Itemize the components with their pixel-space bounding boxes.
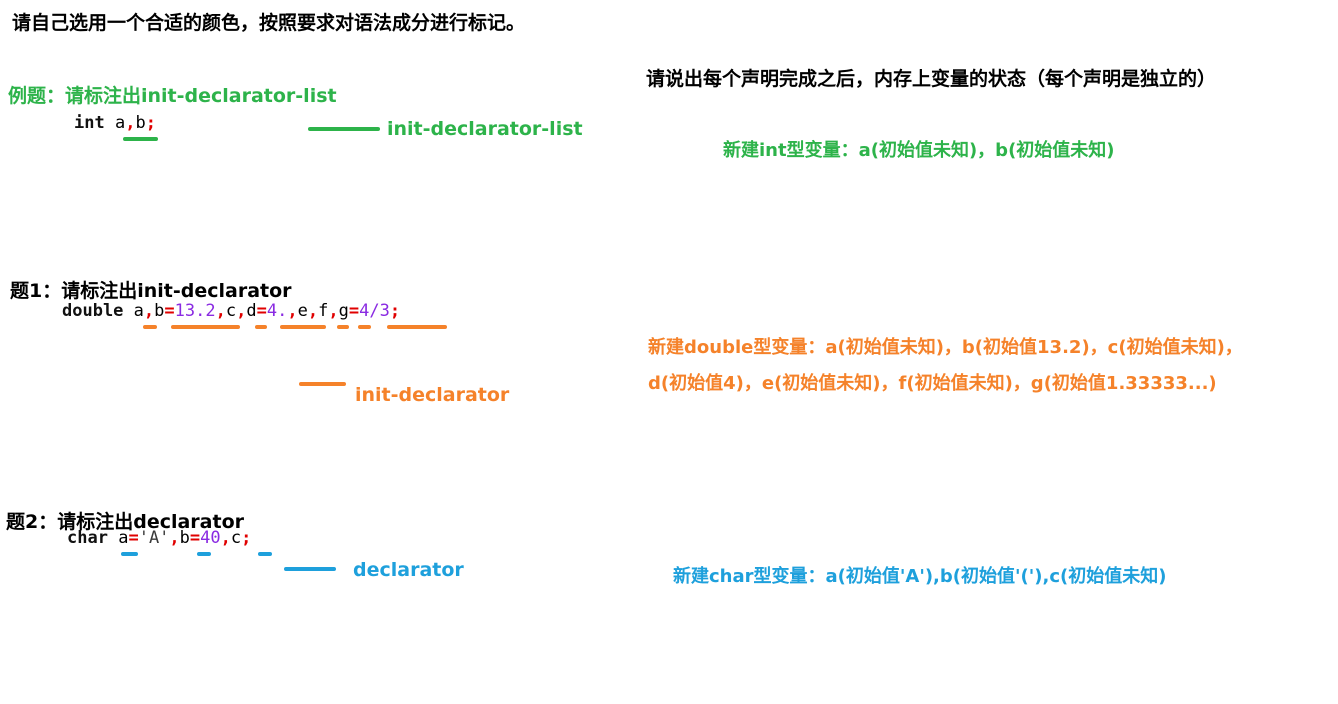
code-number: 13.2: [174, 301, 216, 321]
code-comma: ,: [215, 301, 226, 321]
memory-state-prompt: 请说出每个声明完成之后，内存上变量的状态（每个声明是独立的）: [646, 68, 1217, 90]
code-identifier: d: [246, 301, 257, 321]
code-comma: ,: [220, 528, 231, 548]
code-identifier: c: [225, 301, 237, 321]
q2-underline-mark: [258, 552, 272, 556]
q2-legend-swatch: [284, 567, 336, 571]
code-comma: ,: [125, 113, 136, 133]
code-number: 40: [200, 528, 221, 548]
example-legend-swatch: [308, 127, 380, 131]
code-semicolon: ;: [145, 113, 156, 133]
example-title: 例题：请标注出init-declarator-list: [8, 85, 337, 107]
code-char-literal: 'A': [138, 528, 170, 548]
q1-underline-mark: [255, 325, 267, 329]
code-keyword: int: [74, 113, 105, 133]
q1-underline-mark: [280, 325, 326, 329]
code-assign: =: [348, 301, 360, 321]
q1-title: 题1：请标注出init-declarator: [10, 280, 292, 302]
q1-underline-mark: [171, 325, 240, 329]
code-keyword: char: [67, 528, 108, 548]
code-identifier: f: [318, 301, 329, 321]
code-identifier: b: [154, 301, 165, 321]
code-assign: =: [189, 528, 201, 548]
q1-underline-mark: [143, 325, 157, 329]
code-identifier: a: [118, 528, 129, 548]
q2-code-line: char a='A',b=40,c;: [67, 527, 251, 549]
code-comma: ,: [328, 301, 339, 321]
example-answer: 新建int型变量：a(初始值未知)，b(初始值未知): [723, 140, 1115, 161]
q2-answer: 新建char型变量：a(初始值'A'),b(初始值'('),c(初始值未知): [673, 566, 1167, 587]
code-comma: ,: [143, 301, 155, 321]
code-identifier: a: [114, 113, 126, 133]
code-semicolon: ;: [241, 528, 252, 548]
code-number: 4/3: [359, 301, 390, 321]
q1-underline-mark: [337, 325, 349, 329]
q1-code-line: double a,b=13.2,c,d=4.,e,f,g=4/3;: [62, 300, 400, 322]
code-identifier: e: [297, 301, 308, 321]
code-identifier: a: [133, 301, 144, 321]
q1-legend-label: init-declarator: [355, 384, 510, 406]
code-assign: =: [164, 301, 175, 321]
code-identifier: b: [179, 528, 190, 548]
code-identifier: g: [338, 301, 349, 321]
code-identifier: c: [230, 528, 242, 548]
code-comma: ,: [287, 301, 298, 321]
code-comma: ,: [236, 301, 247, 321]
example-legend-label: init-declarator-list: [387, 118, 583, 140]
example-underline-mark: [123, 137, 158, 141]
q2-underline-mark: [121, 552, 138, 556]
q1-answer-line-2: d(初始值4)，e(初始值未知)，f(初始值未知)，g(初始值1.33333..…: [648, 373, 1217, 394]
q1-underline-mark: [358, 325, 371, 329]
code-keyword: double: [62, 301, 124, 321]
code-number: 4.: [266, 301, 288, 321]
code-comma: ,: [307, 301, 319, 321]
q1-legend-swatch: [299, 382, 346, 386]
example-code-line: int a,b;: [74, 112, 156, 134]
q2-underline-mark: [197, 552, 211, 556]
instruction-heading: 请自己选用一个合适的颜色，按照要求对语法成分进行标记。: [12, 12, 526, 34]
q2-legend-label: declarator: [353, 559, 464, 581]
q1-underline-mark: [387, 325, 447, 329]
code-assign: =: [128, 528, 139, 548]
code-comma: ,: [169, 528, 180, 548]
code-identifier: b: [135, 113, 146, 133]
q1-answer-line-1: 新建double型变量：a(初始值未知)，b(初始值13.2)，c(初始值未知)…: [648, 337, 1243, 358]
code-semicolon: ;: [389, 301, 401, 321]
code-assign: =: [256, 301, 267, 321]
q2-title: 题2：请标注出declarator: [6, 511, 245, 533]
